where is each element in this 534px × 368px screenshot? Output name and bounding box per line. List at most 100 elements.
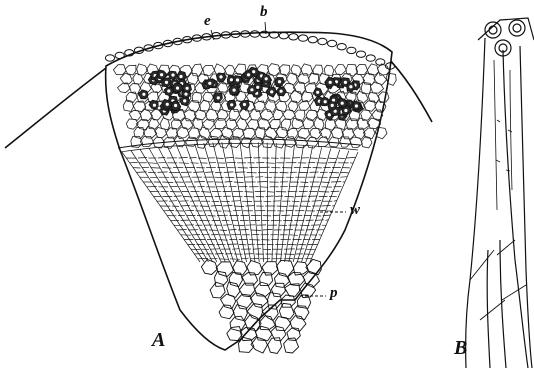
wood-cell-wall — [232, 249, 240, 250]
wood-cell-wall — [323, 215, 331, 216]
cell-lumen — [252, 70, 255, 73]
cell-lumen — [142, 93, 145, 96]
wood-cell-wall — [289, 235, 298, 236]
wood-cell-wall — [169, 201, 177, 202]
wood-cell-wall — [229, 186, 237, 187]
wood-cell-wall — [138, 158, 147, 159]
wood-cell-wall — [277, 206, 288, 207]
wood-cell-wall — [321, 206, 330, 207]
cell-lumen — [341, 102, 344, 105]
pith-cell — [271, 326, 286, 341]
wood-cell-wall — [215, 254, 224, 255]
wood-cell-wall — [151, 168, 161, 169]
cell-lumen — [219, 75, 222, 78]
callout-w: w — [350, 203, 360, 218]
wood-cell-wall — [341, 172, 349, 173]
wood-cell-wall — [205, 196, 213, 197]
wood-cell-wall — [162, 168, 171, 169]
panel-b-label: B — [454, 338, 467, 358]
fiber-panel — [466, 18, 534, 368]
cell-lumen — [165, 81, 168, 84]
wood-cell-wall — [219, 259, 229, 260]
cell-lumen — [344, 109, 347, 112]
callout-p: p — [330, 286, 338, 301]
wood-cell-wall — [224, 172, 234, 173]
cell-lumen — [316, 91, 319, 94]
stem-contour-left — [5, 65, 110, 148]
cell-lumen — [174, 104, 177, 107]
wood-cell-wall — [230, 259, 240, 260]
cell-lumen — [208, 82, 211, 85]
cell-lumen — [250, 88, 253, 91]
wood-cell-wall — [201, 192, 210, 193]
wood-cell-wall — [181, 206, 190, 207]
wood-cell-wall — [234, 182, 244, 183]
wood-cell-wall — [193, 172, 203, 173]
wood-cell-wall — [234, 206, 244, 207]
wood-cell-wall — [280, 186, 288, 187]
wood-cell-wall — [189, 158, 196, 159]
callout-b: b — [260, 5, 268, 20]
wood-cell-wall — [306, 230, 315, 231]
cell-lumen — [329, 81, 332, 84]
cell-lumen — [278, 80, 281, 83]
wood-cell-wall — [231, 234, 241, 235]
cell-lumen — [183, 99, 186, 102]
wood-cell-wall — [231, 201, 240, 202]
cell-lumen — [324, 100, 327, 103]
wood-cell-wall — [305, 258, 312, 259]
wood-cell-wall — [174, 196, 182, 197]
cell-lumen — [184, 93, 187, 96]
cell-lumen — [166, 103, 169, 106]
cell-lumen — [236, 78, 239, 81]
cell-lumen — [186, 87, 189, 90]
wood-cell-wall — [179, 186, 186, 187]
cell-lumen — [270, 90, 273, 93]
callout-e: e — [204, 14, 211, 29]
cell-lumen — [167, 89, 170, 92]
wood-cell-wall — [281, 215, 290, 216]
wood-cell-wall — [266, 163, 275, 164]
cell-lumen — [179, 75, 182, 78]
wood-cell-wall — [244, 158, 252, 159]
stem-contour-right — [385, 55, 432, 122]
wood-cell-wall — [235, 172, 245, 173]
cell-lumen — [160, 73, 163, 76]
wood-cell-wall — [223, 225, 232, 226]
wood-cell-wall — [319, 158, 326, 159]
cell-lumen — [247, 73, 250, 76]
wood-cell-wall — [255, 191, 266, 192]
wood-cell-wall — [255, 177, 263, 178]
cell-lumen — [217, 96, 220, 99]
cell-lumen — [243, 103, 246, 106]
wood-cell-wall — [225, 182, 233, 183]
wood-cell-wall — [331, 191, 340, 192]
cell-lumen — [176, 87, 179, 90]
wood-cell-wall — [148, 163, 157, 164]
cell-lumen — [331, 104, 334, 107]
cell-lumen — [153, 104, 156, 107]
cell-lumen — [233, 89, 236, 92]
wood-cell-wall — [273, 215, 280, 216]
wood-cell-wall — [257, 182, 268, 183]
wood-cell-wall — [207, 244, 215, 245]
wood-cell-wall — [205, 172, 214, 173]
wood-cell-wall — [238, 230, 249, 231]
wood-cell-wall — [217, 158, 224, 159]
cell-lumen — [230, 103, 233, 106]
wood-cell-wall — [256, 196, 264, 197]
wood-cell-wall — [228, 230, 236, 231]
wood-cell-wall — [288, 244, 297, 245]
wood-cell-wall — [239, 244, 246, 245]
cell-lumen — [280, 90, 283, 93]
wood-cell-wall — [194, 182, 205, 183]
epidermis-cell — [105, 55, 114, 61]
wood-cell-wall — [245, 192, 254, 193]
wood-cell-wall — [260, 187, 268, 188]
cell-lumen — [171, 73, 174, 76]
cell-lumen — [344, 81, 347, 84]
wood-cell-wall — [321, 182, 330, 183]
cell-lumen — [256, 86, 259, 89]
